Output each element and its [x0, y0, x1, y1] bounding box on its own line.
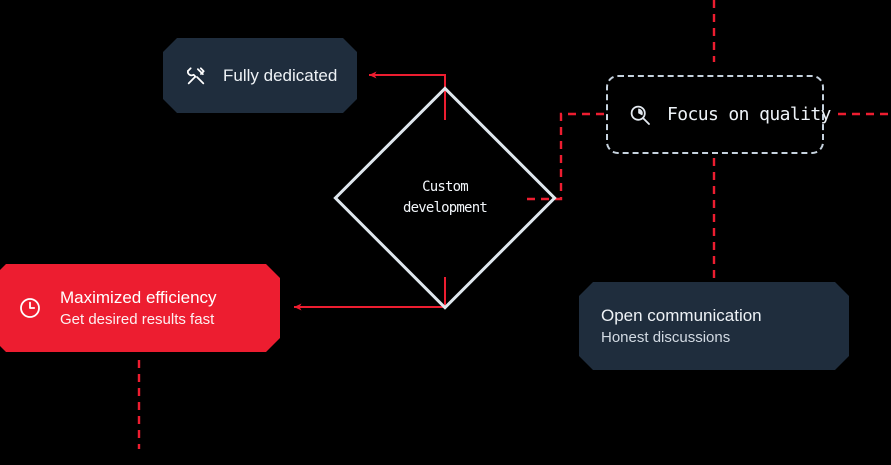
node-open-communication[interactable]: Open communication Honest discussions	[579, 282, 849, 370]
node-custom-development-label: Custom development	[366, 119, 524, 277]
node-open-communication-text: Open communication Honest discussions	[601, 305, 762, 348]
node-maximized-efficiency-subtitle: Get desired results fast	[60, 310, 215, 328]
node-focus-on-quality-title: Focus on quality	[667, 103, 831, 125]
node-fully-dedicated[interactable]: Fully dedicated	[163, 38, 357, 113]
magnifier-chart-icon	[628, 103, 652, 127]
tools-icon	[185, 65, 207, 87]
diamond-label-line-2: development	[403, 200, 488, 216]
node-fully-dedicated-text: Fully dedicated	[223, 65, 337, 86]
node-fully-dedicated-title: Fully dedicated	[223, 66, 338, 85]
node-focus-on-quality-text: Focus on quality	[667, 104, 831, 126]
node-maximized-efficiency-text: Maximized efficiency Get desired results…	[60, 287, 217, 330]
diamond-label-line-1: Custom	[422, 179, 469, 195]
node-open-communication-title: Open communication	[601, 305, 762, 325]
node-focus-on-quality[interactable]: Focus on quality	[606, 75, 831, 154]
node-maximized-efficiency-title: Maximized efficiency	[60, 287, 217, 307]
clock-icon	[18, 296, 42, 320]
node-open-communication-subtitle: Honest discussions	[601, 328, 731, 346]
node-maximized-efficiency[interactable]: Maximized efficiency Get desired results…	[0, 264, 280, 352]
